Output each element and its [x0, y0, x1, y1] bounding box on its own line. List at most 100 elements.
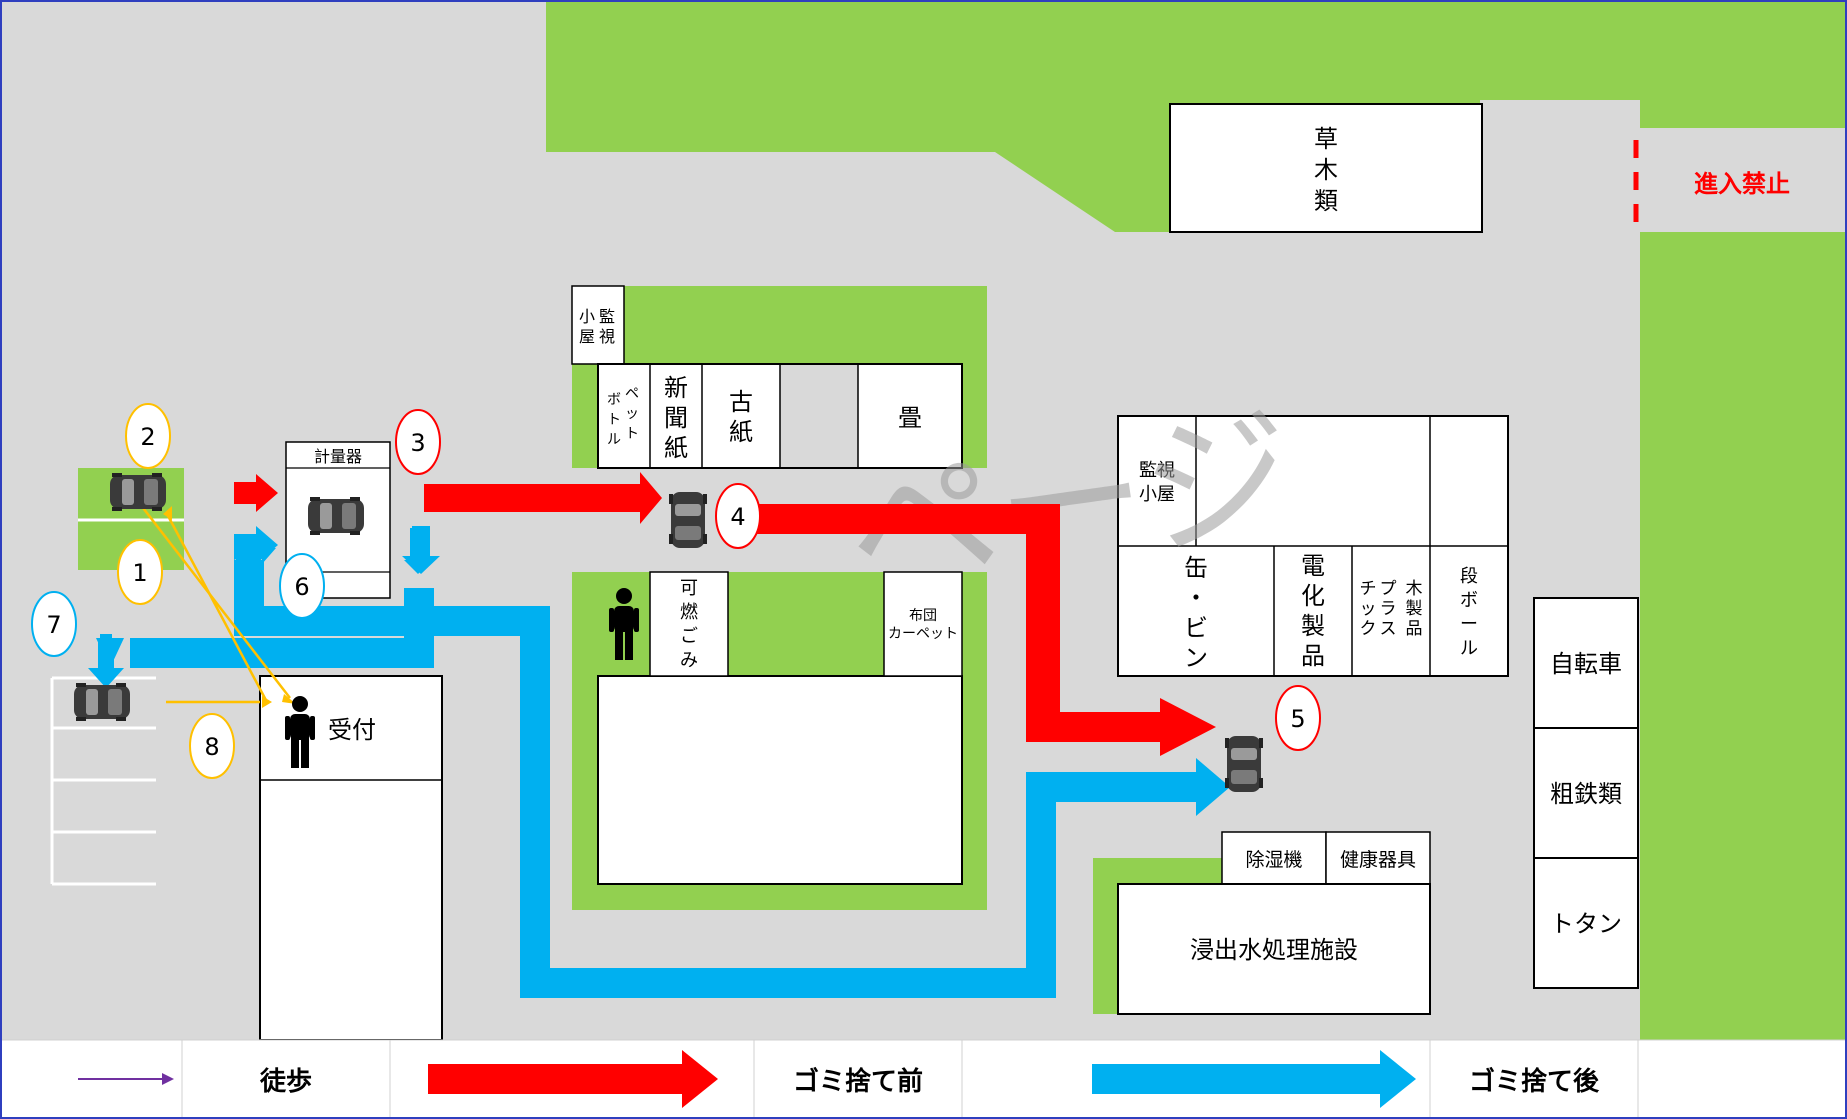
blue-arrow-scale — [402, 526, 440, 574]
svg-text:8: 8 — [204, 733, 219, 761]
legend-after-label: ゴミ捨て後 — [1469, 1066, 1600, 1097]
blue-arrow-6 — [234, 526, 278, 564]
tin-label: トタン — [1550, 910, 1622, 938]
futon-label-1: 布団 — [909, 608, 937, 624]
old-paper-label-2: 紙 — [729, 418, 753, 446]
monitor-big-label-1: 監視 — [1139, 460, 1175, 481]
parking-lines — [50, 518, 184, 886]
cardboard-label-3: ー — [1460, 614, 1478, 635]
bicycle-box — [1533, 597, 1639, 729]
svg-text:4: 4 — [730, 503, 745, 531]
plastic-label-3: ス — [1380, 619, 1397, 639]
car-icon-scale — [308, 497, 364, 535]
legend-before-label: ゴミ捨て前 — [793, 1066, 923, 1097]
can-bin-label-2: ・ — [1184, 584, 1208, 612]
step-marker-8: 8 — [189, 713, 235, 779]
pet-bottle-label-5: ト — [607, 412, 621, 428]
step-marker-6: 6 — [279, 553, 325, 619]
monitor-small-label-4: 屋 — [579, 327, 595, 346]
monitor-small-label-1: 監 — [599, 307, 615, 326]
combustible-label-4: み — [680, 650, 698, 671]
appliances-label-2: 化 — [1301, 582, 1325, 610]
svg-text:6: 6 — [294, 573, 309, 601]
step-marker-4: 4 — [715, 483, 761, 549]
walking-paths — [139, 503, 291, 705]
legend-walk-label: 徒歩 — [259, 1067, 312, 1097]
tatami-label: 畳 — [898, 404, 922, 432]
newspaper-label-1: 新 — [664, 374, 688, 402]
monitor-small-label-2: 視 — [599, 327, 615, 346]
walk-arrowhead-2 — [163, 506, 172, 520]
appliances-label-4: 品 — [1301, 642, 1325, 670]
tin-box — [1533, 857, 1639, 989]
wood-label-3: 品 — [1406, 619, 1423, 639]
wood-label-2: 製 — [1406, 599, 1423, 619]
kusaki-label-2: 木 — [1314, 156, 1338, 184]
monitor-big-label-2: 小屋 — [1139, 484, 1175, 505]
futon-label-2: カーペット — [888, 626, 958, 642]
no-entry-label: 進入禁止 — [1694, 170, 1790, 198]
plastic-label-5: ッ — [1360, 599, 1377, 619]
before-dumping-route — [234, 472, 1216, 756]
step-marker-3: 3 — [395, 409, 441, 475]
car-icon-parking-bottom — [74, 683, 130, 721]
leachate-label: 浸出水処理施設 — [1190, 936, 1358, 964]
old-paper-label-1: 古 — [729, 388, 753, 416]
leachate-facility — [1117, 883, 1431, 1015]
wood-label-1: 木 — [1406, 579, 1423, 599]
legend: 徒歩 ゴミ捨て前 ゴミ捨て後 — [0, 1039, 1847, 1119]
monitor-hut-small — [571, 285, 625, 365]
cardboard-label-2: ボ — [1460, 590, 1478, 611]
svg-text:1: 1 — [132, 559, 147, 587]
kusaki-label-1: 草 — [1314, 125, 1338, 153]
grass-right — [1640, 232, 1847, 1040]
car-icon-parking-top — [110, 473, 166, 511]
combustible-label-3: ご — [680, 626, 698, 647]
step-marker-5: 5 — [1275, 685, 1321, 751]
combustible-building — [597, 675, 963, 885]
car-icon-step-4 — [669, 492, 707, 548]
reception-label: 受付 — [328, 716, 376, 744]
monitor-small-label-3: 小 — [579, 307, 595, 326]
dehumidifier-box — [1221, 831, 1327, 885]
svg-text:2: 2 — [140, 423, 155, 451]
plastic-label-6: ク — [1360, 619, 1377, 639]
appliances-label-3: 製 — [1301, 612, 1325, 640]
svg-text:7: 7 — [46, 611, 61, 639]
svg-text:5: 5 — [1290, 705, 1305, 733]
can-bin-label-1: 缶 — [1184, 554, 1208, 582]
pet-bottle-label-4: ボ — [607, 392, 621, 408]
pet-bottle-label-6: ル — [607, 432, 621, 448]
walk-arrowhead-1 — [262, 696, 272, 708]
newspaper-label-2: 聞 — [664, 404, 688, 432]
futon-box — [883, 571, 963, 677]
cardboard-label-1: 段 — [1460, 566, 1478, 587]
grass-top-right-strip — [1640, 0, 1847, 128]
pet-bottle-label-3: ト — [625, 426, 639, 442]
svg-text:3: 3 — [410, 429, 425, 457]
pet-bottle-label-2: ッ — [625, 406, 639, 422]
kusaki-box — [1169, 103, 1483, 233]
scale-label: 計量器 — [314, 447, 362, 466]
bicycle-label: 自転車 — [1550, 650, 1622, 678]
gap-between-old-paper-and-tatami — [780, 365, 858, 467]
dehumidifier-label: 除湿機 — [1245, 849, 1302, 871]
can-bin-label-4: ン — [1184, 644, 1208, 672]
combustible-label-1: 可 — [680, 578, 698, 599]
health-box — [1325, 831, 1431, 885]
step-marker-2: 2 — [125, 403, 171, 469]
plastic-label-1: プ — [1380, 579, 1397, 599]
cardboard-label-4: ル — [1460, 638, 1478, 659]
scrap-iron-label: 粗鉄類 — [1550, 780, 1622, 808]
combustible-label-2: 燃 — [680, 602, 698, 623]
kusaki-label-3: 類 — [1314, 187, 1338, 215]
plastic-label-4: チ — [1360, 579, 1377, 599]
appliances-label-1: 電 — [1301, 552, 1325, 580]
car-icon-step-5 — [1225, 736, 1263, 792]
can-bin-label-3: ビ — [1184, 614, 1208, 642]
step-marker-1: 1 — [117, 539, 163, 605]
scrap-iron-box — [1533, 727, 1639, 859]
pet-bottle-label-1: ペ — [625, 386, 639, 402]
